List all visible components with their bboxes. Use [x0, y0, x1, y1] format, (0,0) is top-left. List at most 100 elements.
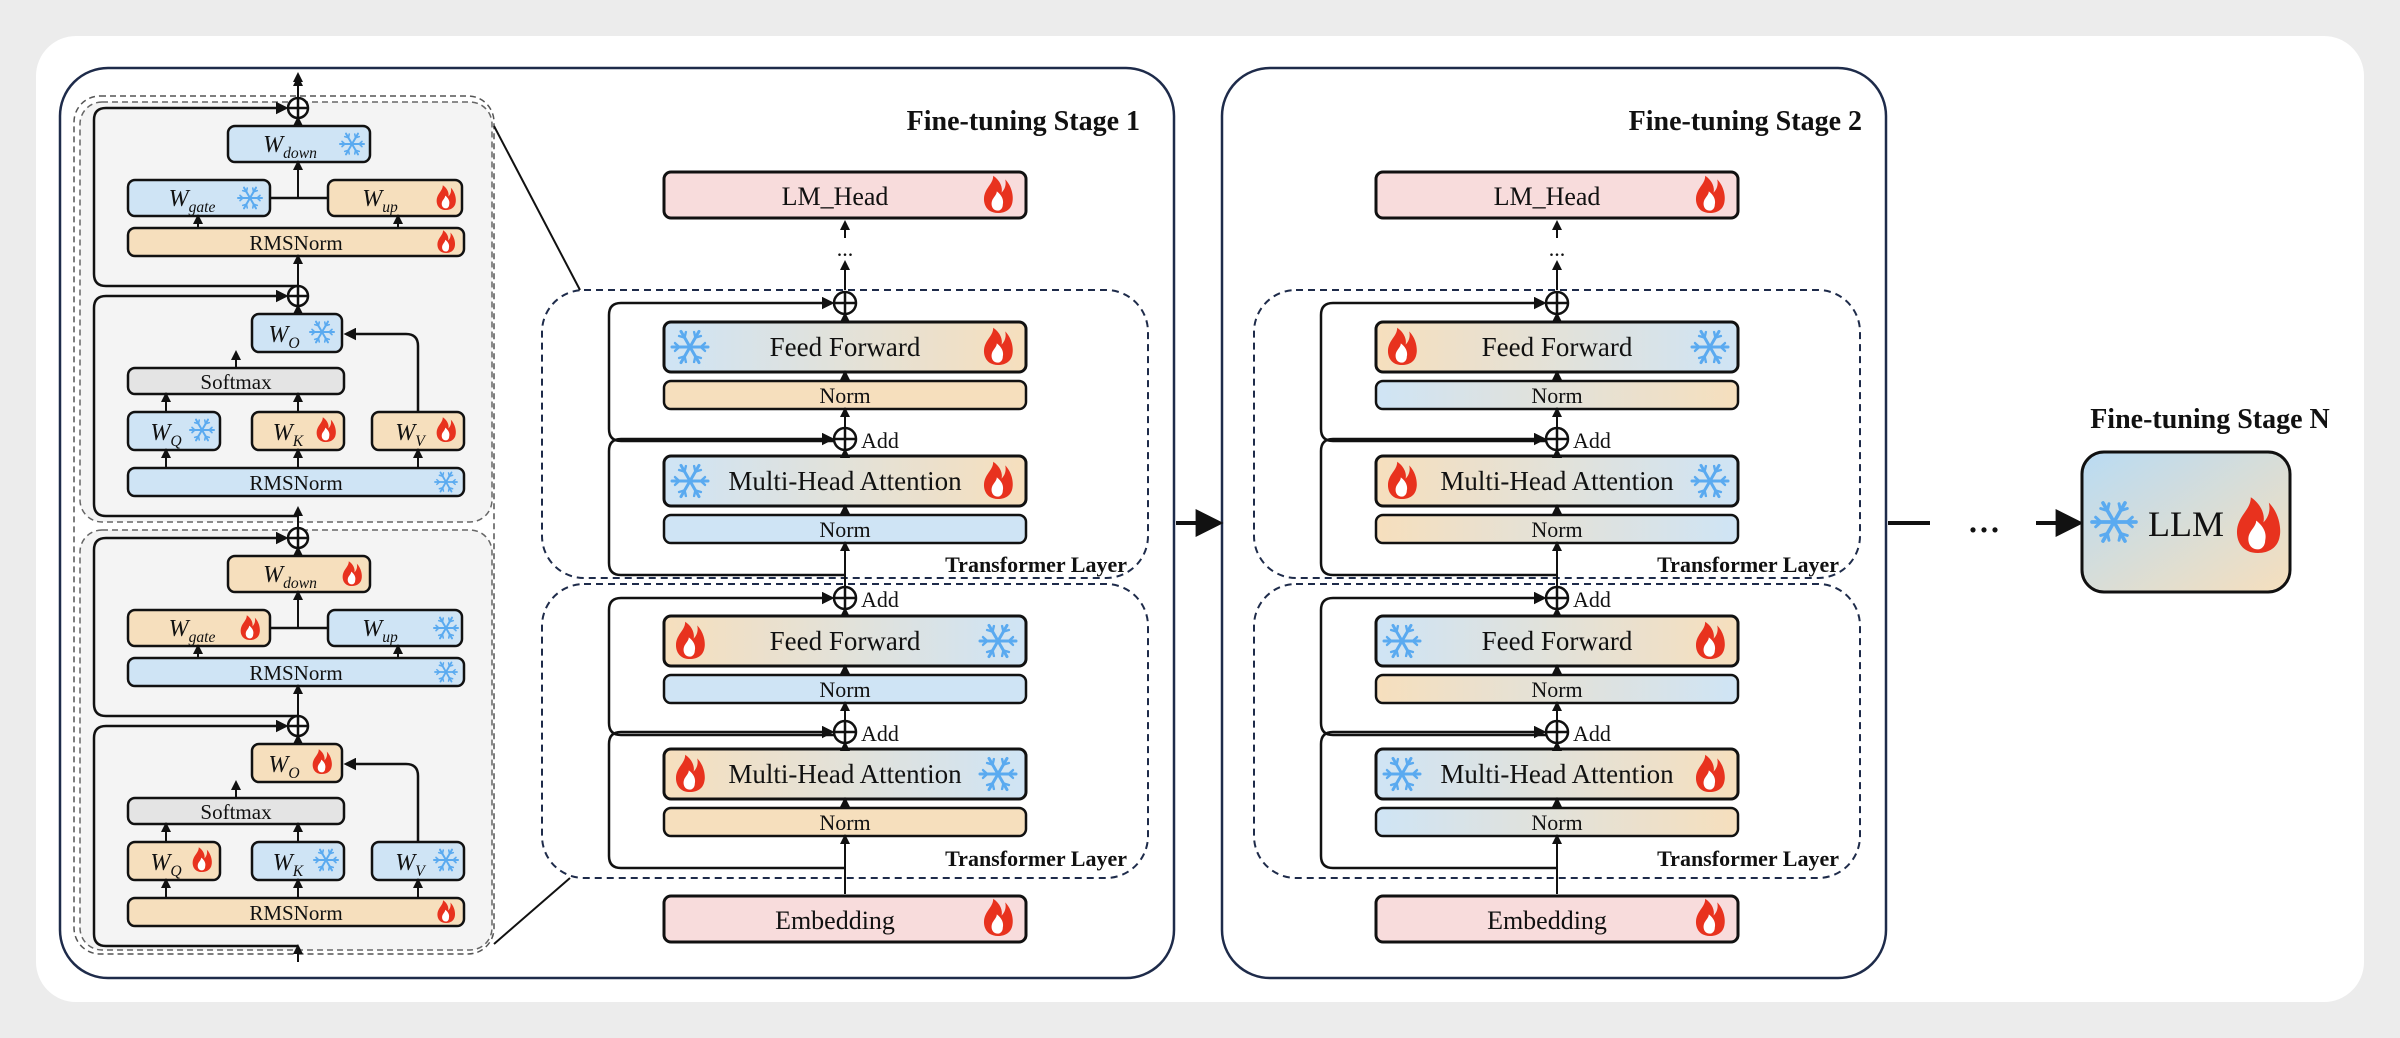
- fire-icon: [983, 461, 1013, 499]
- transformer-layer-label: Transformer Layer: [945, 846, 1127, 871]
- mha-top-norm-label: Norm: [1531, 517, 1582, 542]
- w-o-label: WO: [268, 322, 299, 352]
- detail-layer-top: [79, 101, 493, 523]
- feed-forward-bottom-norm-label: Norm: [1531, 677, 1582, 702]
- feed-forward-bottom-label: Feed Forward: [770, 626, 921, 656]
- v-to-o-path: [343, 757, 420, 842]
- add-node: [286, 96, 310, 120]
- stage1-title: Fine-tuning Stage 1: [907, 106, 1140, 137]
- fire-icon: [437, 230, 456, 253]
- mha-top-label: Multi-Head Attention: [1440, 466, 1674, 496]
- mha-bottom-label: Multi-Head Attention: [1440, 759, 1674, 789]
- snowflake-icon: [339, 132, 365, 156]
- snowflake-icon: [670, 463, 710, 499]
- rmsnorm-label: RMSNorm: [249, 231, 342, 255]
- fire-icon: [240, 615, 260, 640]
- residual-path: [1319, 432, 1557, 577]
- fire-icon: [983, 175, 1013, 213]
- add-node: [286, 526, 310, 550]
- rmsnorm-label: RMSNorm: [249, 901, 342, 925]
- stage1-frame: [58, 66, 1176, 980]
- stage2-title: Fine-tuning Stage 2: [1629, 106, 1862, 137]
- fire-icon: [675, 754, 705, 792]
- fire-icon: [436, 417, 456, 442]
- feed-forward-top-norm-label: Norm: [819, 383, 870, 408]
- residual-path: [92, 531, 298, 718]
- feed-forward-bottom-norm-label: Norm: [819, 677, 870, 702]
- add-label: Add: [1573, 587, 1611, 612]
- stack-ellipsis: ...: [1549, 236, 1566, 261]
- fire-icon: [675, 621, 705, 659]
- snowflake-icon: [978, 623, 1018, 659]
- stageN-group: Fine-tuning Stage N LLM: [2080, 404, 2330, 594]
- detail-outer-frame: [73, 95, 495, 955]
- snowflake-icon: [670, 329, 710, 365]
- softmax-label: Softmax: [200, 800, 272, 824]
- zoom-line-bottom: [493, 877, 571, 945]
- fire-icon: [316, 417, 336, 442]
- w-down-label: Wdown: [263, 132, 317, 162]
- add-node: [832, 719, 858, 745]
- w-down-label: Wdown: [263, 562, 317, 592]
- residual-path: [607, 432, 845, 577]
- w-v-label: WV: [395, 850, 427, 880]
- add-node: [1544, 290, 1570, 316]
- mha-bottom-norm-label: Norm: [1531, 810, 1582, 835]
- transformer-layer-label: Transformer Layer: [945, 552, 1127, 577]
- rmsnorm-label: RMSNorm: [249, 471, 342, 495]
- snowflake-icon: [1690, 463, 1730, 499]
- residual-path: [1319, 725, 1557, 870]
- w-o-label: WO: [268, 752, 299, 782]
- w-q-label: WQ: [150, 850, 181, 880]
- snowflake-icon: [1382, 623, 1422, 659]
- zoom-line-top: [493, 125, 581, 291]
- fire-icon: [2236, 497, 2281, 553]
- transformer-layer-label: Transformer Layer: [1657, 552, 1839, 577]
- add-node: [1544, 426, 1570, 452]
- add-node: [832, 585, 858, 611]
- lm-head-label: LM_Head: [782, 182, 889, 211]
- snowflake-icon: [433, 616, 459, 640]
- feed-forward-top-label: Feed Forward: [770, 332, 921, 362]
- add-label: Add: [861, 721, 899, 746]
- embedding-label: Embedding: [1487, 906, 1607, 935]
- rmsnorm-box: [126, 896, 466, 928]
- residual-path: [607, 725, 845, 870]
- snowflake-icon: [434, 661, 458, 683]
- add-label: Add: [1573, 428, 1611, 453]
- add-node: [832, 290, 858, 316]
- mha-top-norm-label: Norm: [819, 517, 870, 542]
- transformer-layer-label: Transformer Layer: [1657, 846, 1839, 871]
- w-v-label: WV: [395, 420, 427, 450]
- fire-icon: [1695, 898, 1725, 936]
- lm-head-label: LM_Head: [1494, 182, 1601, 211]
- w-up-label: Wup: [362, 616, 398, 646]
- llm-label: LLM: [2148, 504, 2224, 544]
- add-node: [832, 426, 858, 452]
- snowflake-icon: [237, 186, 263, 210]
- add-label: Add: [861, 428, 899, 453]
- fire-icon: [192, 847, 212, 872]
- w-gate-label: Wgate: [169, 186, 216, 216]
- fire-icon: [437, 900, 456, 923]
- w-k-label: WK: [273, 850, 305, 880]
- fire-icon: [1387, 327, 1417, 365]
- stage-ellipsis: ...: [1968, 493, 2001, 542]
- snowflake-icon: [309, 320, 335, 344]
- snowflake-icon: [433, 848, 459, 872]
- w-up-label: Wup: [362, 186, 398, 216]
- lm-head-box: [1374, 170, 1740, 220]
- snowflake-icon: [313, 848, 339, 872]
- fire-icon: [1695, 754, 1725, 792]
- softmax-label: Softmax: [200, 370, 272, 394]
- v-to-o-path: [343, 327, 420, 412]
- stack-ellipsis: ...: [837, 236, 854, 261]
- lm-head-box: [662, 170, 1028, 220]
- fire-icon: [1695, 621, 1725, 659]
- add-node: [286, 284, 310, 308]
- rmsnorm-label: RMSNorm: [249, 661, 342, 685]
- mha-top-label: Multi-Head Attention: [728, 466, 962, 496]
